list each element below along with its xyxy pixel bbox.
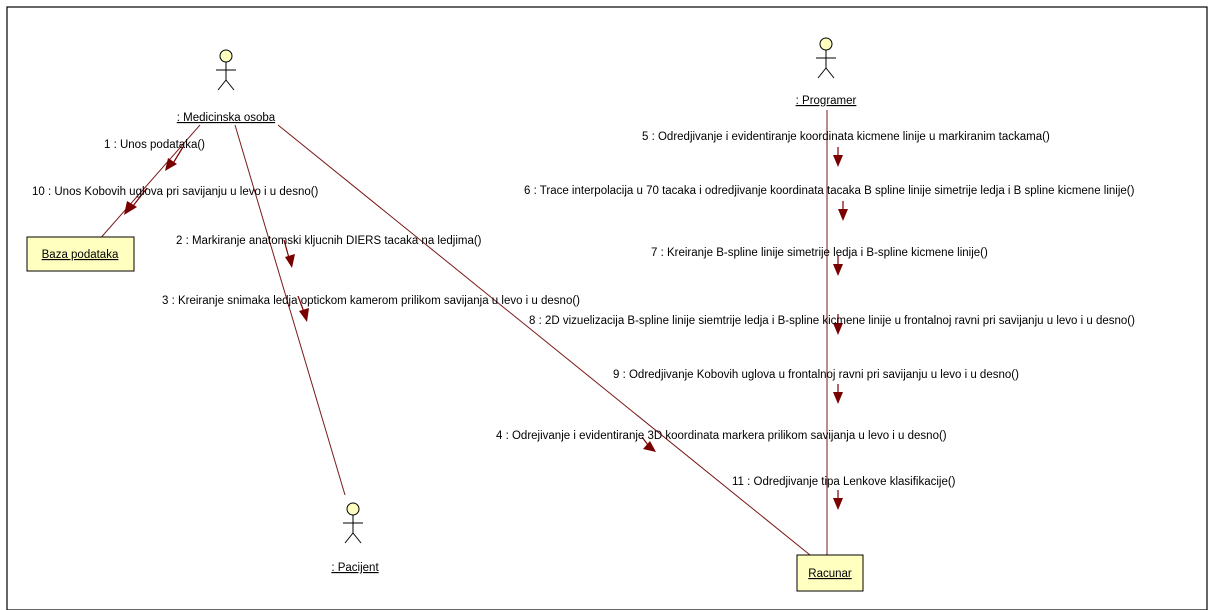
arrow-icon-m2	[283, 239, 295, 268]
actor-label: : Pacijent	[331, 562, 379, 574]
object-baza-podataka[interactable]: Baza podataka	[26, 236, 135, 272]
arrow-icon-m9	[833, 384, 843, 404]
arrow-icon-m3	[297, 295, 309, 322]
message-arrows	[124, 146, 848, 510]
message-label-7: 7 : Kreiranje B-spline linije simetrije …	[651, 247, 988, 259]
actor-figure-icon	[343, 502, 363, 544]
object-label: Baza podataka	[42, 249, 119, 261]
arrow-icon-m11	[833, 490, 843, 510]
actor-label: : Programer	[796, 95, 857, 107]
message-labels: 1 : Unos podataka() 10 : Unos Kobovih ug…	[32, 131, 1135, 488]
arrow-icon-m8	[833, 314, 843, 335]
arrow-icon-m1	[165, 146, 184, 171]
message-label-10: 10 : Unos Kobovih uglova pri savijanju u…	[32, 186, 319, 198]
message-label-3: 3 : Kreiranje snimaka ledja optickom kam…	[162, 295, 580, 307]
arrow-icon-m10	[124, 187, 148, 215]
message-label-2: 2 : Markiranje anatomski kljucnih DIERS …	[176, 235, 482, 247]
message-label-6: 6 : Trace interpolacija u 70 tacaka i od…	[524, 185, 1135, 197]
arrow-icon-m4	[641, 436, 656, 452]
object-label: Racunar	[808, 568, 852, 580]
link-medicinska-pacijent	[234, 124, 346, 496]
actor-pacijent[interactable]: : Pacijent	[331, 502, 379, 574]
link-medicinska-baza	[97, 124, 201, 242]
actor-figure-icon	[816, 37, 836, 79]
message-label-11: 11 : Odredjivanje tipa Lenkove klasifika…	[732, 476, 956, 488]
actor-programer[interactable]: : Programer	[796, 37, 857, 107]
links	[97, 110, 828, 556]
object-racunar[interactable]: Racunar	[796, 554, 864, 592]
actor-label: : Medicinska osoba	[177, 112, 276, 124]
diagram-frame	[6, 6, 1208, 610]
message-label-4: 4 : Odrejivanje i evidentiranje 3D koord…	[496, 430, 947, 442]
message-label-5: 5 : Odredjivanje i evidentiranje koordin…	[642, 131, 1050, 143]
message-label-8: 8 : 2D vizuelizacija B-spline linije sie…	[529, 315, 1135, 327]
message-label-9: 9 : Odredjivanje Kobovih uglova u fronta…	[613, 369, 1019, 381]
arrow-icon-m6	[838, 201, 848, 221]
arrow-icon-m5	[833, 147, 843, 167]
actor-figure-icon	[216, 49, 236, 91]
arrow-icon-m7	[833, 255, 843, 276]
message-label-1: 1 : Unos podataka()	[104, 139, 205, 151]
actor-medicinska-osoba[interactable]: : Medicinska osoba	[177, 49, 276, 124]
link-medicinska-racunar	[277, 124, 811, 556]
